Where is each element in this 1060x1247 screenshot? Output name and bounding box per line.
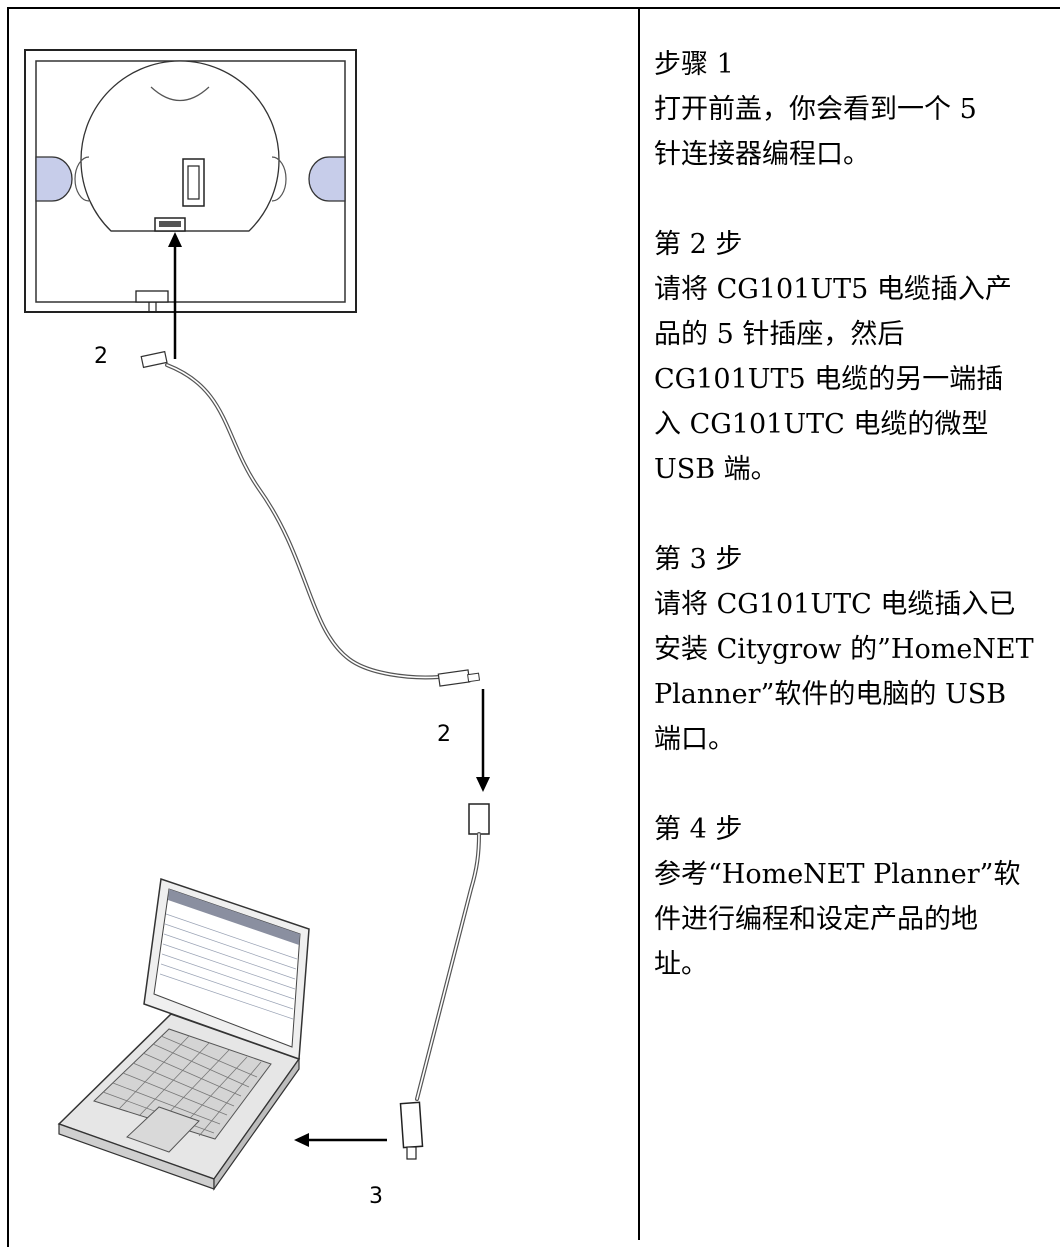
instruction-column: 步骤 1 打开前盖，你会看到一个 5 针连接器编程口。 第 2 步 请将 CG1… xyxy=(654,42,1058,1032)
arrow-up-icon xyxy=(168,232,182,359)
step-title: 步骤 1 xyxy=(654,49,734,80)
step-1: 步骤 1 打开前盖，你会看到一个 5 针连接器编程口。 xyxy=(654,42,1058,177)
cable-utc-icon xyxy=(399,803,490,1160)
step-title: 第 3 步 xyxy=(654,544,743,575)
callout-label-middle: 2 xyxy=(437,722,451,747)
step-text: 请将 CG101UT5 电缆插入产 品的 5 针插座，然后 CG101UT5 电… xyxy=(654,274,1012,485)
step-title: 第 4 步 xyxy=(654,814,743,845)
arrow-down-icon xyxy=(476,689,490,792)
arrow-left-icon xyxy=(294,1133,387,1147)
table-frame xyxy=(7,7,1060,1247)
step-3: 第 3 步 请将 CG101UTC 电缆插入已 安装 Citygrow 的”Ho… xyxy=(654,537,1058,762)
callout-label-top: 2 xyxy=(94,344,108,369)
step-text: 打开前盖，你会看到一个 5 针连接器编程口。 xyxy=(654,94,977,170)
laptop-icon xyxy=(57,877,310,1191)
device-plate-icon xyxy=(24,49,357,313)
step-title: 第 2 步 xyxy=(654,229,743,260)
step-text: 参考“HomeNET Planner”软 件进行编程和设定产品的地 址。 xyxy=(654,859,1021,980)
column-divider xyxy=(638,7,640,1240)
step-text: 请将 CG101UTC 电缆插入已 安装 Citygrow 的”HomeNET … xyxy=(654,589,1034,755)
step-2: 第 2 步 请将 CG101UT5 电缆插入产 品的 5 针插座，然后 CG10… xyxy=(654,222,1058,492)
cable-ut5-icon xyxy=(140,350,481,687)
callout-label-bottom: 3 xyxy=(369,1184,383,1209)
step-4: 第 4 步 参考“HomeNET Planner”软 件进行编程和设定产品的地 … xyxy=(654,807,1058,987)
connection-illustration xyxy=(24,49,490,1191)
